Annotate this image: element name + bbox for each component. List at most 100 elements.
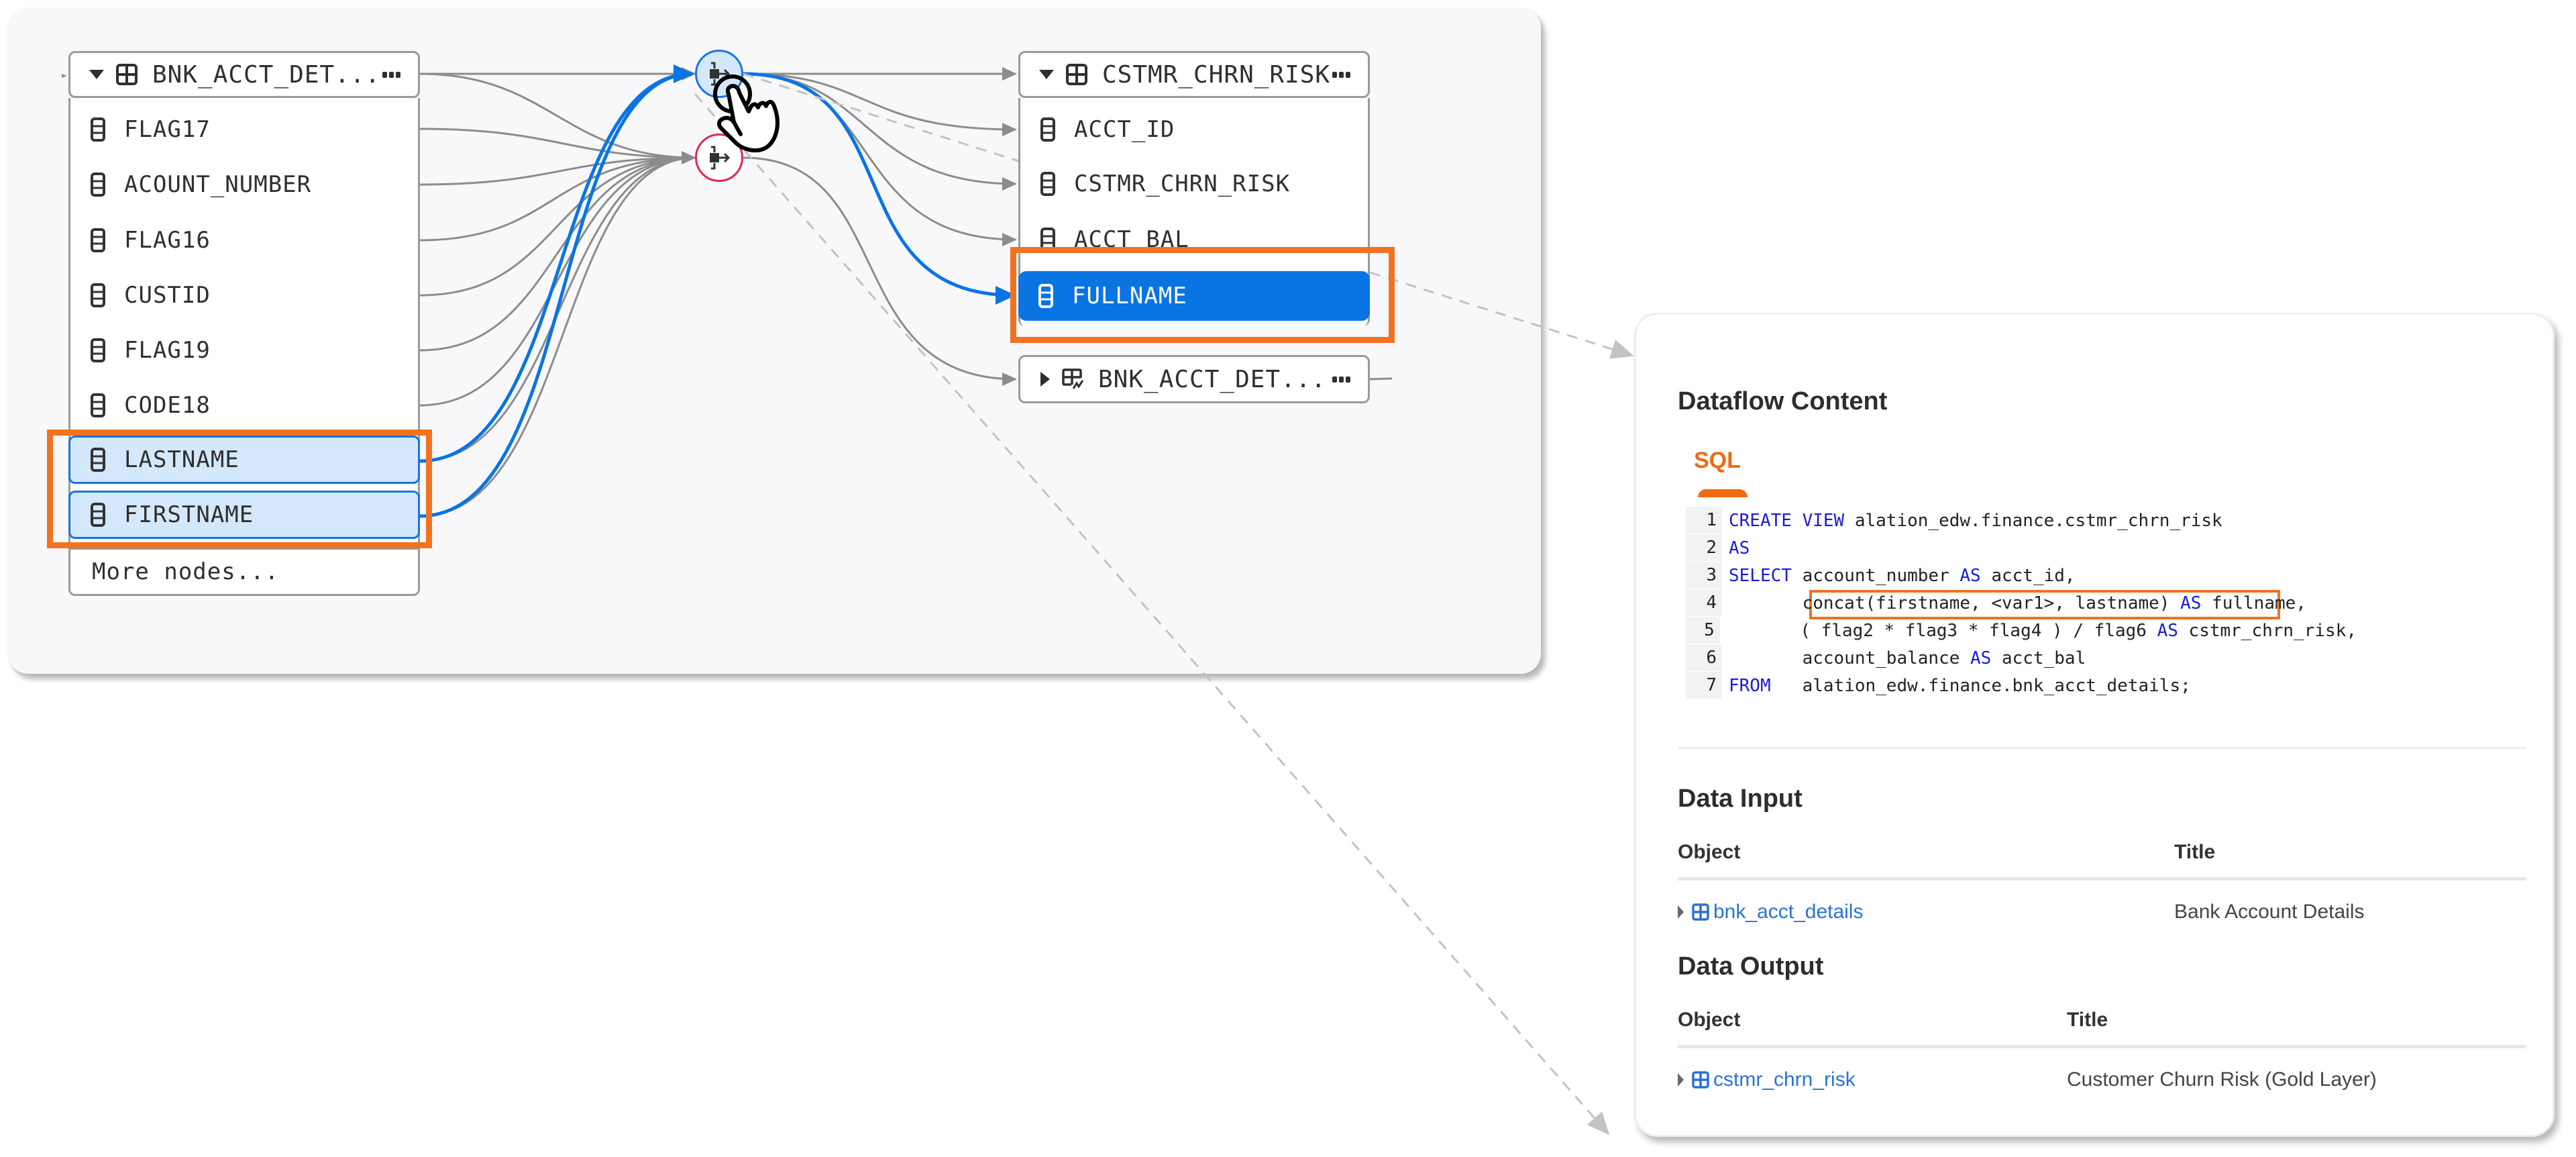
sql-text: account_number: [1791, 565, 1960, 586]
edge: [419, 156, 696, 462]
column-name: CSTMR_CHRN_RISK: [1074, 170, 1291, 197]
sql-text: concat(firstname, <var1>, lastname): [1729, 593, 2181, 613]
expand-caret-icon[interactable]: [1040, 372, 1050, 387]
column-icon: [91, 172, 105, 197]
column-row-selected[interactable]: LASTNAME: [68, 436, 420, 484]
expand-caret-icon[interactable]: [1678, 905, 1684, 919]
sql-text: ( flag2 * flag3 * flag4 ) / flag6: [1726, 620, 2157, 641]
data-input-object-link[interactable]: bnk_acct_details: [1713, 901, 1864, 923]
column-row[interactable]: CSTMR_CHRN_RISK: [1020, 160, 1368, 208]
target-table-header[interactable]: CSTMR_CHRN_RISK: [1018, 51, 1370, 98]
column-row-selected[interactable]: FULLNAME: [1018, 271, 1370, 321]
sql-text: alation_edw.finance.cstmr_chrn_risk: [1844, 510, 2222, 531]
column-name: LASTNAME: [124, 446, 239, 473]
sql-keyword: AS: [1970, 648, 1992, 668]
sql-keyword: AS: [2180, 593, 2202, 613]
sql-line: 6 account_balance AS acct_bal: [1686, 644, 2357, 672]
column-row[interactable]: FLAG19: [70, 326, 418, 374]
column-row[interactable]: CUSTID: [70, 271, 418, 319]
data-input-row[interactable]: bnk_acct_details: [1678, 897, 1863, 927]
sql-keyword: SELECT: [1729, 565, 1792, 586]
line-source: account_balance AS acct_bal: [1722, 648, 2086, 668]
table-icon: [1066, 64, 1087, 85]
sql-keyword: CREATE VIEW: [1729, 510, 1845, 531]
column-name: FLAG17: [124, 116, 211, 143]
table-icon: [1692, 1071, 1709, 1089]
edge: [743, 72, 1017, 136]
column-name: FLAG19: [124, 337, 211, 364]
column-icon: [91, 283, 105, 307]
more-nodes-label: More nodes...: [92, 558, 280, 585]
callout-arrow-detail: [743, 72, 1634, 359]
sql-keyword: AS: [1729, 538, 1750, 558]
collapse-caret-icon[interactable]: [1039, 70, 1054, 79]
edge: [419, 156, 696, 407]
column-row[interactable]: ACOUNT_NUMBER: [70, 160, 418, 209]
sql-keyword: FROM: [1729, 675, 1771, 696]
edge: [419, 156, 696, 352]
data-input-title-value: Bank Account Details: [2174, 901, 2365, 923]
column-name: ACOUNT_NUMBER: [124, 171, 312, 198]
column-header-object: Object: [1678, 841, 1741, 863]
target-columns: ACCT_ID CSTMR_CHRN_RISK ACCT_BAL FULLNAM…: [1018, 98, 1370, 326]
edge: [419, 156, 696, 242]
data-input-title: Data Input: [1678, 785, 1803, 813]
column-name: FLAG16: [124, 227, 211, 254]
column-name: FULLNAME: [1072, 283, 1187, 309]
column-name: CODE18: [124, 392, 211, 419]
more-options-icon[interactable]: [1332, 376, 1350, 383]
highlight-edge-firstname: [419, 64, 694, 518]
line-source: CREATE VIEW alation_edw.finance.cstmr_ch…: [1722, 511, 2222, 531]
edge: [419, 128, 696, 159]
column-icon: [91, 117, 105, 142]
column-row[interactable]: CODE18: [70, 381, 418, 430]
highlight-edge-fullname: [743, 72, 1016, 305]
column-icon: [91, 228, 105, 252]
tab-sql[interactable]: SQL: [1694, 448, 1741, 473]
line-number: 5: [1686, 617, 1720, 644]
dataflow-icon: [710, 146, 731, 170]
column-icon: [1040, 117, 1055, 142]
sql-text: fullname,: [2201, 593, 2306, 613]
column-icon: [91, 503, 105, 527]
sql-text: acct_id,: [1980, 565, 2076, 586]
transform-node-error[interactable]: [695, 134, 743, 182]
table-lineage-icon: [1062, 368, 1083, 389]
line-source: AS: [1722, 538, 1750, 558]
column-row[interactable]: FLAG16: [70, 216, 418, 264]
source-columns: FLAG17 ACOUNT_NUMBER FLAG16 CUSTID FLAG1…: [68, 98, 420, 550]
data-output-object-link[interactable]: cstmr_chrn_risk: [1713, 1068, 1856, 1091]
more-options-icon[interactable]: [382, 71, 400, 78]
highlight-edge-lastname: [419, 64, 694, 463]
line-source: ( flag2 * flag3 * flag4 ) / flag6 AS cst…: [1720, 621, 2357, 641]
transform-node-active[interactable]: [695, 50, 743, 98]
column-row[interactable]: ACCT_BAL: [1020, 215, 1368, 264]
column-name: CUSTID: [124, 282, 211, 309]
line-number: 1: [1686, 507, 1722, 534]
more-options-icon[interactable]: [1332, 71, 1350, 78]
source-table-header[interactable]: BNK_ACCT_DET...: [68, 51, 420, 98]
tab-sql-indicator: [1698, 489, 1748, 497]
column-row[interactable]: FLAG17: [70, 105, 418, 154]
sql-text: acct_bal: [1991, 648, 2086, 668]
line-number: 6: [1686, 644, 1722, 672]
callout-arrow-bottom: [694, 93, 1610, 1136]
column-name: FIRSTNAME: [124, 501, 254, 528]
source-table-name: BNK_ACCT_DET...: [152, 60, 381, 89]
column-icon: [1038, 284, 1053, 308]
collapse-caret-icon[interactable]: [89, 70, 104, 79]
more-nodes-button[interactable]: More nodes...: [68, 548, 420, 596]
edge: [419, 151, 696, 517]
section-divider: [1678, 747, 2526, 749]
downstream-table-header[interactable]: BNK_ACCT_DET...: [1018, 355, 1370, 403]
data-output-row[interactable]: cstmr_chrn_risk: [1678, 1065, 1856, 1095]
column-row[interactable]: ACCT_ID: [1020, 105, 1368, 154]
expand-caret-icon[interactable]: [1678, 1073, 1684, 1087]
column-row-selected[interactable]: FIRSTNAME: [68, 491, 420, 539]
table-icon: [116, 64, 138, 85]
